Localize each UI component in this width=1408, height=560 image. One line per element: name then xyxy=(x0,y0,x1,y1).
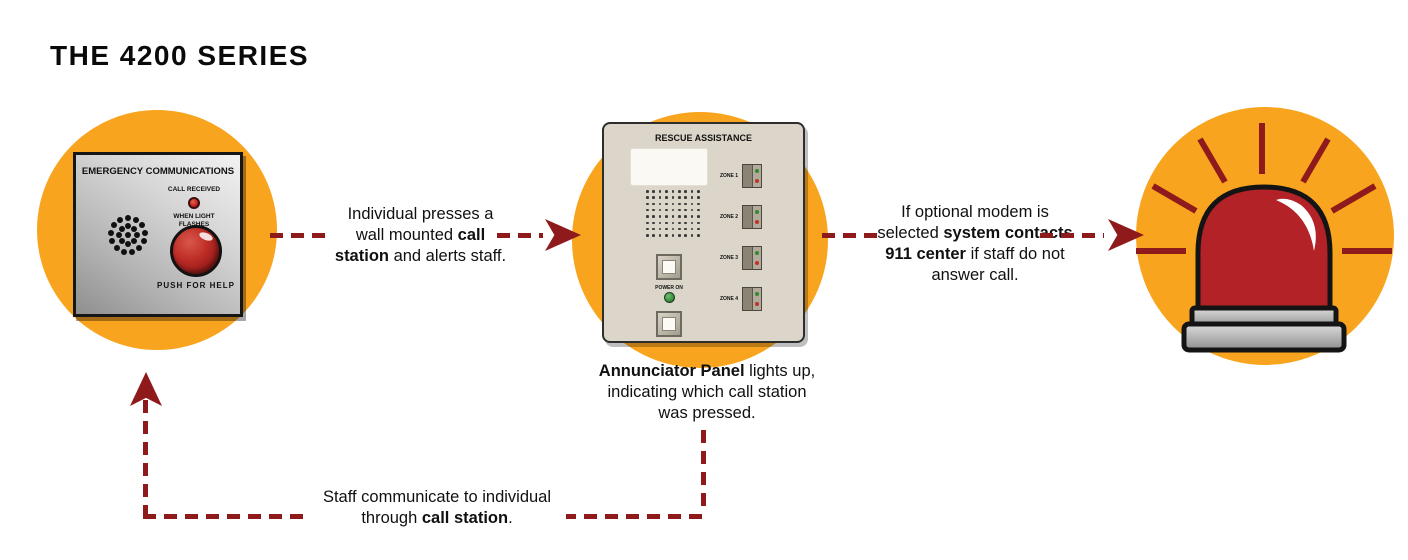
beacon-highlight xyxy=(1276,198,1316,251)
zone-red-led xyxy=(755,260,759,265)
zone-green-led xyxy=(755,209,759,214)
zone-switch-icon xyxy=(742,245,762,270)
zone-label: ZONE 4 xyxy=(719,295,738,302)
zone-row: ZONE 2 xyxy=(704,204,762,229)
call-station-title: EMERGENCY COMMUNICATIONS xyxy=(81,166,235,177)
beacon-dome xyxy=(1195,184,1333,315)
when-light-line1: WHEN LIGHT xyxy=(173,213,215,220)
zone-row: ZONE 1 xyxy=(704,163,762,188)
annunciator-caption: Annunciator Panel lights up,indicating w… xyxy=(598,362,816,422)
zone-switch-icon xyxy=(742,204,762,229)
zone-switch-icon xyxy=(742,163,762,188)
flow2-dash-left xyxy=(822,233,878,238)
zone-green-led xyxy=(755,291,759,296)
panel-button-bottom-face xyxy=(662,317,676,331)
power-on-label: POWER ON xyxy=(655,285,683,291)
emergency-beacon-icon xyxy=(1136,123,1392,353)
call-received-label: CALL RECEIVED xyxy=(167,186,221,193)
zone-red-led xyxy=(755,301,759,306)
zone-row: ZONE 3 xyxy=(704,245,762,270)
annunciator-title: RESCUE ASSISTANCE xyxy=(654,133,752,143)
speaker-grille-icon xyxy=(105,212,151,258)
zone-label: ZONE 1 xyxy=(719,172,738,179)
zone-switch-flap xyxy=(743,164,753,187)
call-station-panel: EMERGENCY COMMUNICATIONS CALL RECEIVED W… xyxy=(73,152,243,317)
zone-green-led xyxy=(755,250,759,255)
zone-switch-flap xyxy=(743,246,753,269)
zone-label: ZONE 2 xyxy=(719,213,738,220)
panel-button-bottom xyxy=(656,311,682,337)
page-title: THE 4200 SERIES xyxy=(50,40,310,71)
flow2-dash-right xyxy=(1040,233,1104,238)
zone-red-led xyxy=(755,178,759,183)
feedback-dash-up xyxy=(143,400,148,516)
zone-switch-flap xyxy=(743,287,753,310)
power-on-led xyxy=(664,292,675,303)
flow1-dash-left xyxy=(270,233,328,238)
flow1-dash-right xyxy=(497,233,543,238)
zone-switch-flap xyxy=(743,205,753,228)
call-received-led xyxy=(188,197,200,209)
annunciator-panel: RESCUE ASSISTANCE POWER ON ZONE 1 ZONE 2… xyxy=(602,122,805,343)
panel-button-top xyxy=(656,254,682,280)
zone-label: ZONE 3 xyxy=(719,254,738,261)
display-window xyxy=(630,148,708,186)
beacon-base-bottom xyxy=(1181,321,1347,353)
feedback-dash-down xyxy=(701,430,706,514)
push-for-help-button xyxy=(170,225,222,277)
push-for-help-label: PUSH FOR HELP xyxy=(157,281,235,290)
zone-red-led xyxy=(755,219,759,224)
zone-row: ZONE 4 xyxy=(704,286,762,311)
panel-button-top-face xyxy=(662,260,676,274)
zone-green-led xyxy=(755,168,759,173)
zone-switch-icon xyxy=(742,286,762,311)
beacon-rays-icon xyxy=(1136,123,1392,254)
annunciator-speaker-grille-icon xyxy=(646,190,704,240)
